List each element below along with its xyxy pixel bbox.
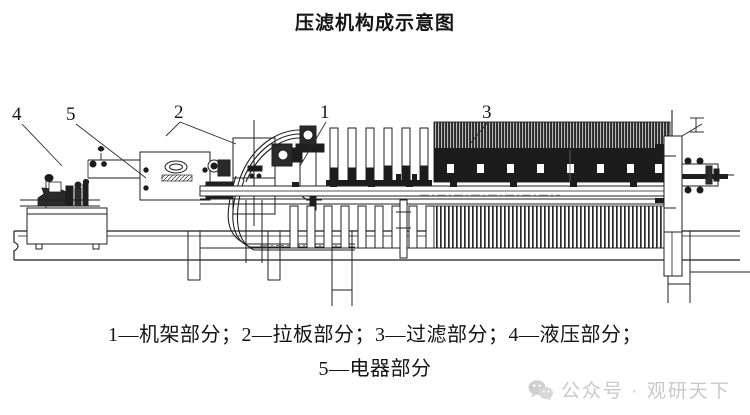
- compressed-filter-plate-stack: [433, 121, 671, 183]
- callout-leaders: [21, 121, 516, 179]
- electrical-control-box: [87, 146, 233, 201]
- callout-2: 2: [174, 102, 184, 123]
- lower-filter-plate-pack: [200, 199, 672, 259]
- page-title: 压滤机构成示意图: [294, 13, 455, 34]
- callout-1: 1: [320, 102, 330, 123]
- plate-shifter-mechanism: [227, 120, 355, 263]
- callout-5: 5: [66, 104, 76, 125]
- callout-3: 3: [482, 102, 492, 123]
- watermark: 公众号 · 观研天下: [528, 376, 731, 403]
- figure-caption-line-1: 1—机架部分；2—拉板部分；3—过滤部分；4—液压部分；: [108, 324, 642, 346]
- hydraulic-power-unit: [20, 174, 108, 250]
- figure-caption-line-2: 5—电器部分: [318, 358, 432, 380]
- watermark-text: 公众号 · 观研天下: [561, 381, 731, 402]
- separated-filter-plates: [326, 127, 432, 186]
- end-frame-column: [655, 110, 734, 277]
- wechat-icon: [528, 379, 553, 401]
- main-frame-beam: [199, 182, 673, 205]
- callout-4: 4: [12, 104, 22, 125]
- filter-press-diagram: 4 5 2 1 3: [0, 48, 750, 306]
